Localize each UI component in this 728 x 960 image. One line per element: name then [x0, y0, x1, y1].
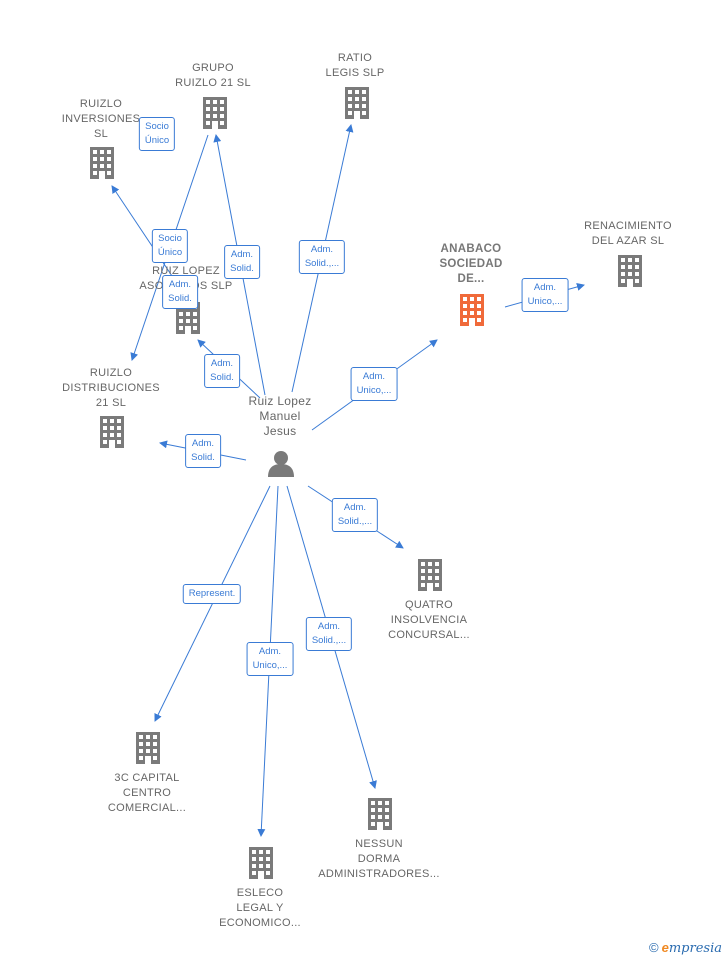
- building-icon-esleco: [249, 847, 273, 879]
- company-label-ratio[interactable]: RATIO LEGIS SLP: [325, 52, 385, 79]
- relation-label-renacimiento[interactable]: Adm. Unico,...: [521, 278, 569, 312]
- company-label-ruizlo-inv[interactable]: RUIZLO INVERSIONES SL: [61, 98, 141, 140]
- relation-label-3c[interactable]: Represent.: [182, 584, 242, 604]
- relation-label-ratio[interactable]: Adm. Solid.,...: [298, 240, 346, 274]
- company-label-renacimiento[interactable]: RENACIMIENTO DEL AZAR SL: [584, 220, 672, 247]
- building-icon-ratio: [345, 87, 369, 119]
- building-icon-nessun: [368, 798, 392, 830]
- relation-label-socio-1[interactable]: Socio Único: [138, 117, 176, 151]
- building-icon-grupo: [203, 97, 227, 129]
- building-icon-3c: [136, 732, 160, 764]
- copyright-icon: ©: [649, 940, 659, 955]
- person-name[interactable]: Ruiz Lopez Manuel Jesus: [248, 394, 312, 438]
- relation-label-socio-2[interactable]: Socio Único: [151, 229, 189, 263]
- edge-socio1: [111, 185, 179, 286]
- relation-label-nessun[interactable]: Adm. Solid.,...: [305, 617, 353, 651]
- company-label-anabaco[interactable]: ANABACO SOCIEDAD DE...: [439, 243, 503, 285]
- brand-logo: ©empresia: [649, 940, 722, 956]
- relation-label-asoc[interactable]: Adm. Solid.: [204, 354, 240, 388]
- building-icon-quatro: [418, 559, 442, 591]
- company-label-nessun[interactable]: NESSUN DORMA ADMINISTRADORES...: [318, 838, 440, 880]
- building-icon-renacimiento: [618, 255, 642, 287]
- company-label-grupo[interactable]: GRUPO RUIZLO 21 SL: [175, 62, 251, 89]
- building-icon-ruizlo-dist: [100, 416, 124, 448]
- relation-label-grupo[interactable]: Adm. Solid.: [224, 245, 260, 279]
- brand-name: mpresia: [668, 941, 722, 956]
- brand-initial: e: [661, 940, 669, 955]
- relation-label-quatro[interactable]: Adm. Solid.,...: [331, 498, 379, 532]
- company-label-ruizlo-dist[interactable]: RUIZLO DISTRIBUCIONES 21 SL: [62, 367, 160, 409]
- relation-label-anabaco[interactable]: Adm. Unico,...: [350, 367, 398, 401]
- company-label-quatro[interactable]: QUATRO INSOLVENCIA CONCURSAL...: [388, 599, 470, 641]
- building-icon-ruizlo-inv: [90, 147, 114, 179]
- relation-label-dist[interactable]: Adm. Solid.: [185, 434, 221, 468]
- person-icon: [268, 451, 294, 477]
- relation-label-esleco[interactable]: Adm. Unico,...: [246, 642, 294, 676]
- building-icon-anabaco: [460, 294, 484, 326]
- company-label-3c[interactable]: 3C CAPITAL CENTRO COMERCIAL...: [107, 772, 187, 814]
- relation-label-asoc-adm[interactable]: Adm. Solid.: [162, 275, 198, 309]
- company-label-esleco[interactable]: ESLECO LEGAL Y ECONOMICO...: [219, 887, 301, 929]
